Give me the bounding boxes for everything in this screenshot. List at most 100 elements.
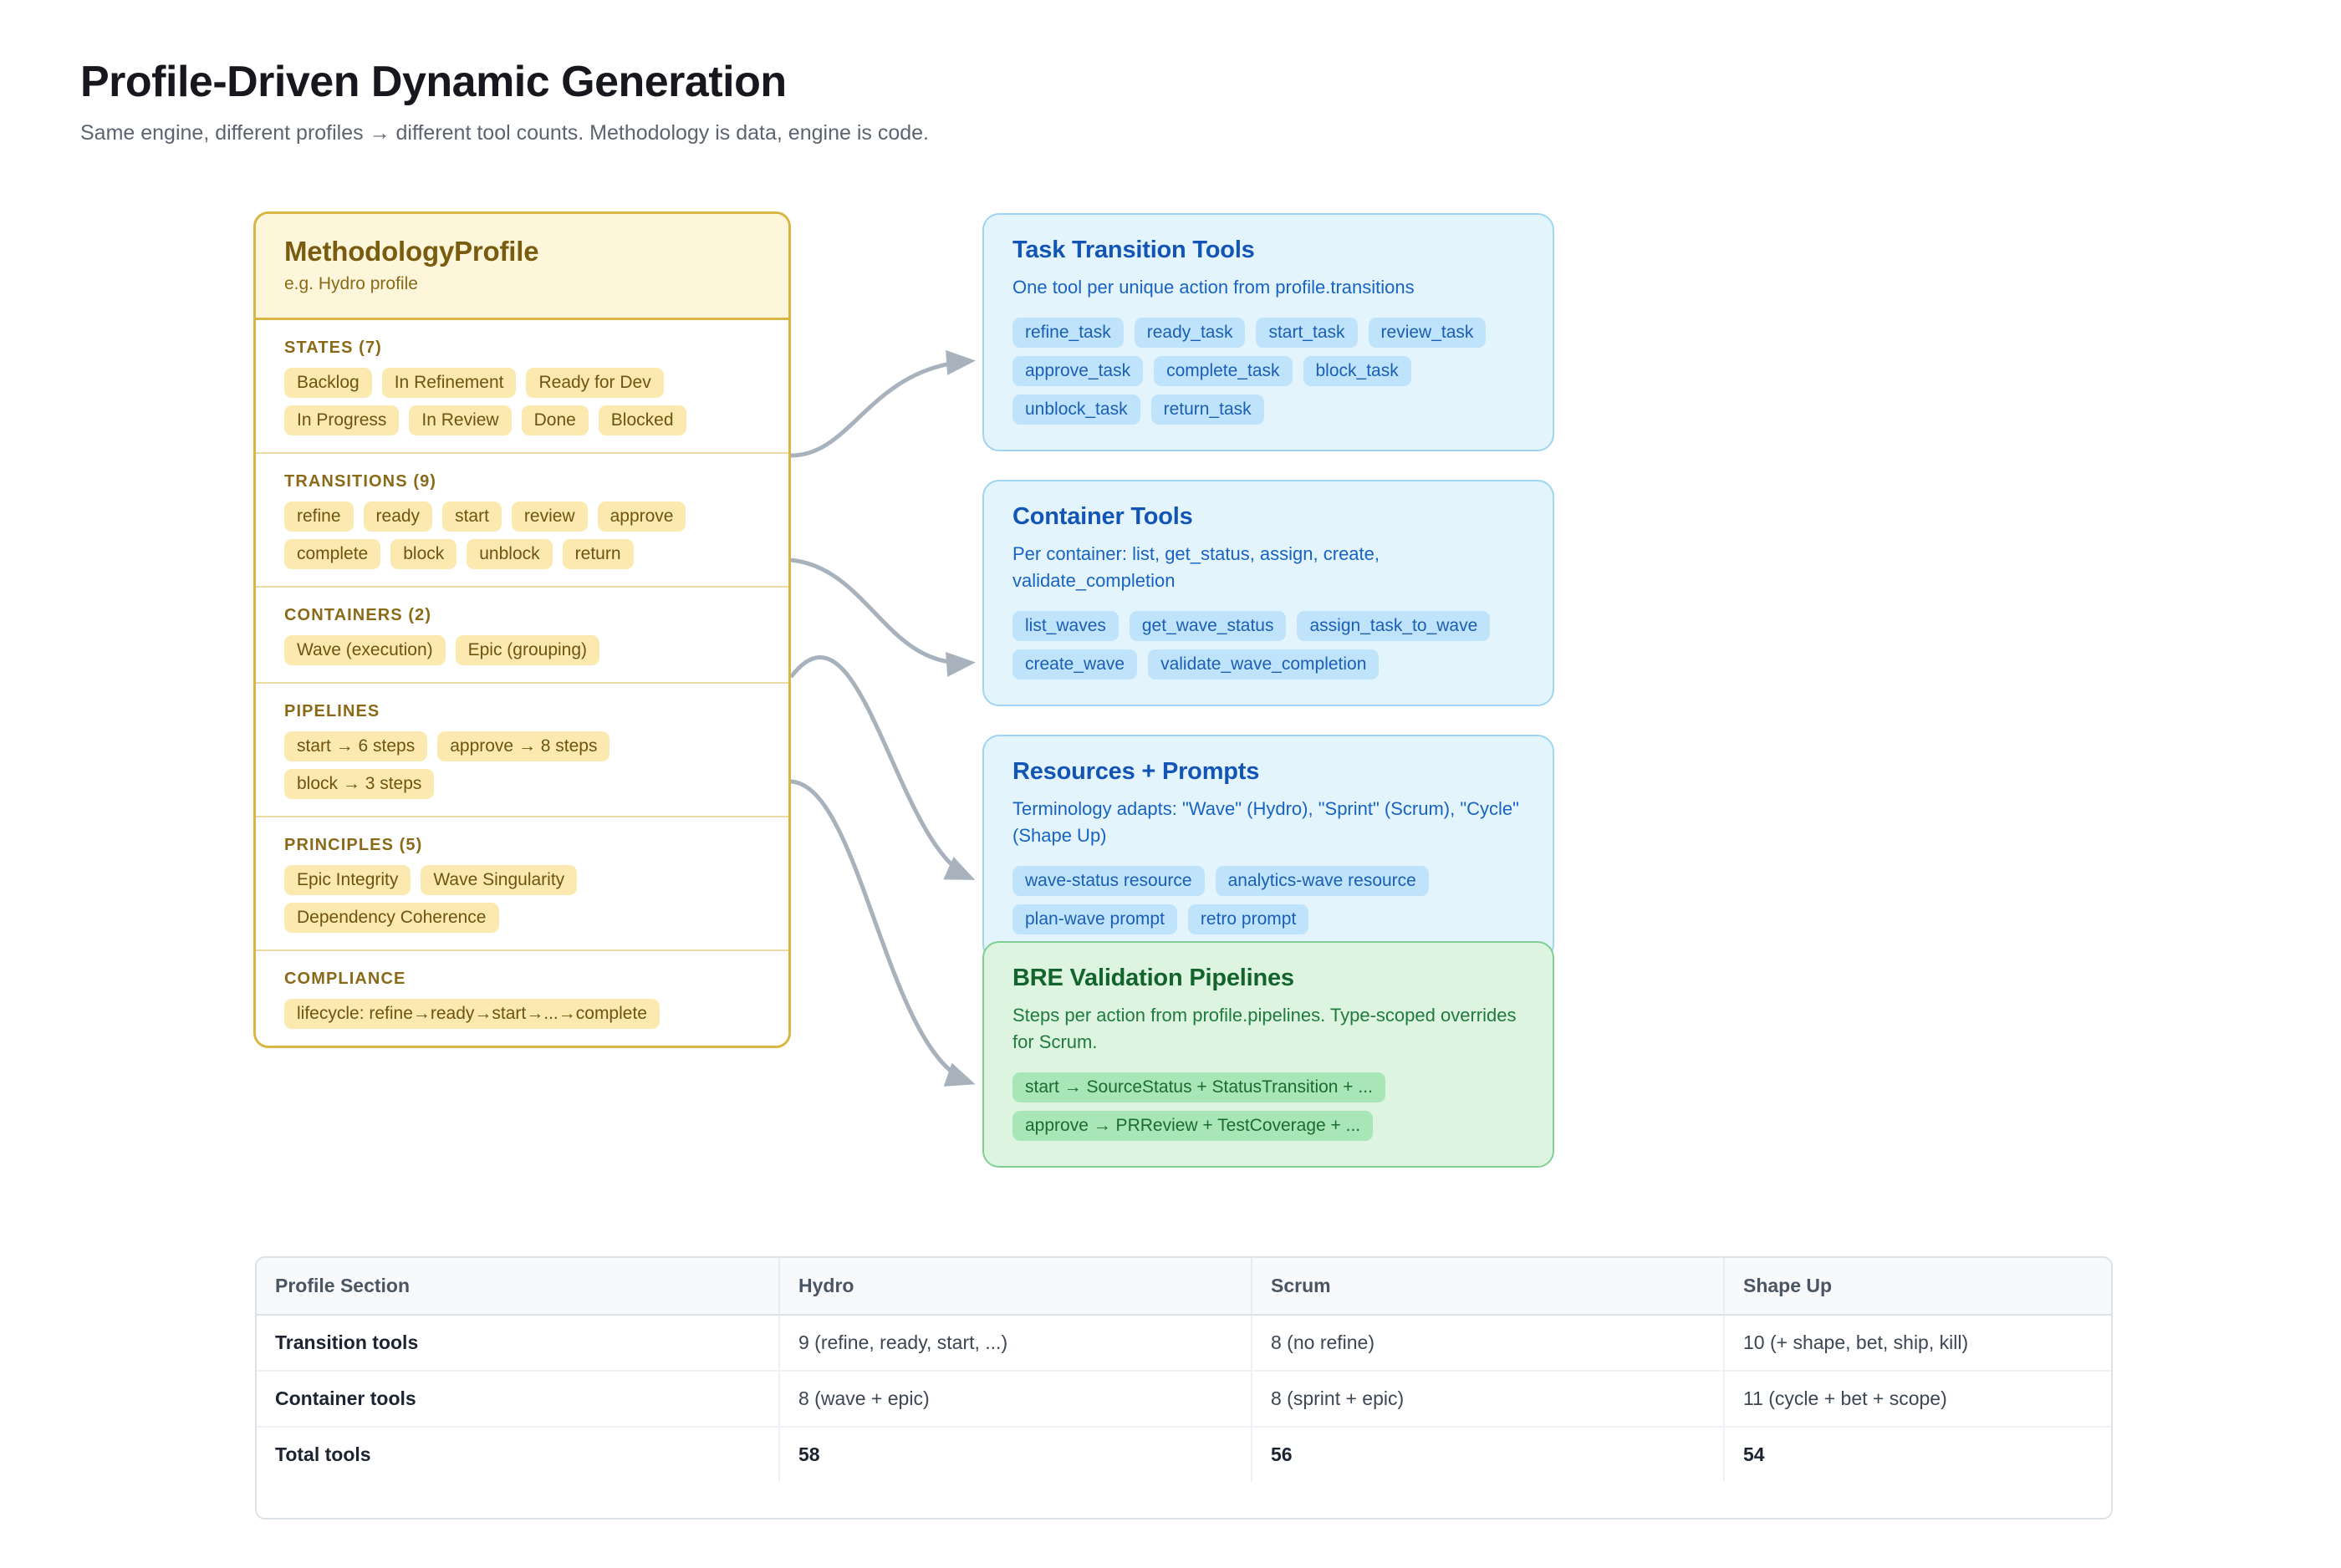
tool-chip: validate_wave_completion [1148, 649, 1380, 680]
comparison-table: Profile Section Hydro Scrum Shape Up Tra… [257, 1258, 2111, 1482]
card-description: One tool per unique action from profile.… [1012, 277, 1415, 298]
tool-chip: ready_task [1134, 317, 1246, 348]
cell-hydro: 58 [779, 1427, 1252, 1482]
table-row: Container tools 8 (wave + epic) 8 (sprin… [257, 1371, 2111, 1428]
profile-chip: lifecycle: refine→ready→start→...→comple… [284, 999, 660, 1029]
profile-chip: unblock [467, 539, 553, 569]
profile-chip: In Refinement [381, 368, 517, 398]
profile-chip: Wave (execution) [284, 635, 446, 665]
column-header-hydro: Hydro [779, 1258, 1252, 1316]
profile-chip: Epic Integrity [284, 865, 411, 895]
profile-section-title: STATES (7) [284, 339, 382, 357]
profile-chip: In Progress [284, 405, 400, 435]
tool-chip: assign_task_to_wave [1297, 610, 1491, 641]
card-description: Steps per action from profile.pipelines.… [1012, 1005, 1517, 1052]
tool-chip: get_wave_status [1129, 610, 1287, 641]
table-header-row: Profile Section Hydro Scrum Shape Up [257, 1258, 2111, 1316]
profile-chip-row: Epic Integrity Wave Singularity Dependen… [284, 865, 760, 933]
profile-section-title: COMPLIANCE [284, 970, 406, 988]
column-header-profile-section: Profile Section [257, 1258, 780, 1316]
profile-chip: In Review [409, 405, 512, 435]
tool-chip: create_wave [1012, 649, 1138, 680]
card-title: Resources + Prompts [1012, 758, 1260, 785]
tool-chip: retro prompt [1187, 904, 1309, 934]
profile-section-compliance: COMPLIANCE lifecycle: refine→ready→start… [256, 951, 788, 1046]
container-tools-card: Container Tools Per container: list, get… [982, 480, 1554, 706]
profile-chip: ready [363, 501, 433, 532]
profile-chip: Dependency Coherence [284, 903, 499, 933]
page-subtitle: Same engine, different profiles → differ… [80, 121, 929, 145]
cell-scrum: 56 [1252, 1427, 1725, 1482]
profile-chip: review [511, 501, 588, 532]
task-transition-tools-card: Task Transition Tools One tool per uniqu… [982, 213, 1554, 451]
row-label: Total tools [257, 1427, 780, 1482]
cell-shape-up: 10 (+ shape, bet, ship, kill) [1724, 1315, 2111, 1372]
profile-chip-row: Backlog In Refinement Ready for Dev In P… [284, 368, 760, 435]
profile-section-containers: CONTAINERS (2) Wave (execution) Epic (gr… [256, 588, 788, 684]
profile-section-title: PRINCIPLES (5) [284, 836, 423, 854]
profile-section-title: CONTAINERS (2) [284, 606, 432, 624]
tool-chip: review_task [1368, 317, 1487, 348]
table-row: Transition tools 9 (refine, ready, start… [257, 1315, 2111, 1372]
tool-chip: list_waves [1012, 610, 1119, 641]
profile-chip: complete [284, 539, 381, 569]
card-chip-row: start → SourceStatus + StatusTransition … [1012, 1072, 1524, 1141]
card-title: Container Tools [1012, 503, 1193, 530]
profile-chip: block → 3 steps [284, 769, 435, 799]
profile-card-title: MethodologyProfile [284, 236, 539, 267]
card-description: Terminology adapts: "Wave" (Hydro), "Spr… [1012, 798, 1519, 846]
card-title: BRE Validation Pipelines [1012, 965, 1294, 991]
profile-section-transitions: TRANSITIONS (9) refine ready start revie… [256, 454, 788, 588]
tool-chip: unblock_task [1012, 394, 1140, 425]
profile-section-title: TRANSITIONS (9) [284, 472, 437, 491]
profile-chip: Blocked [598, 405, 686, 435]
tool-chip: start_task [1256, 317, 1358, 348]
connector-to-container-tools [790, 557, 976, 677]
profile-chip: Ready for Dev [526, 368, 664, 398]
profile-chip: approve [597, 501, 686, 532]
card-chip-row: refine_task ready_task start_task review… [1012, 317, 1524, 425]
resources-and-prompts-card: Resources + Prompts Terminology adapts: … [982, 735, 1554, 961]
cell-hydro: 9 (refine, ready, start, ...) [779, 1315, 1252, 1372]
page-title: Profile-Driven Dynamic Generation [80, 58, 787, 106]
connector-to-task-transition [790, 349, 976, 458]
profile-chip: start [442, 501, 502, 532]
profile-chip-row: start → 6 steps approve → 8 steps block … [284, 731, 760, 799]
profile-chip: approve → 8 steps [437, 731, 610, 761]
tool-chip: return_task [1150, 394, 1264, 425]
column-header-shape-up: Shape Up [1724, 1258, 2111, 1316]
connector-to-bre [790, 779, 976, 1087]
pipeline-chip: approve → PRReview + TestCoverage + ... [1012, 1110, 1374, 1141]
profile-chip-row: Wave (execution) Epic (grouping) [284, 635, 760, 665]
profile-section-states: STATES (7) Backlog In Refinement Ready f… [256, 320, 788, 454]
cell-scrum: 8 (no refine) [1252, 1315, 1725, 1372]
cell-shape-up: 11 (cycle + bet + scope) [1724, 1371, 2111, 1428]
tool-chip: wave-status resource [1012, 865, 1205, 896]
profile-section-title: PIPELINES [284, 702, 380, 720]
profile-chip-row: refine ready start review approve comple… [284, 501, 760, 569]
comparison-table-container: Profile Section Hydro Scrum Shape Up Tra… [255, 1256, 2113, 1520]
cell-scrum: 8 (sprint + epic) [1252, 1371, 1725, 1428]
tool-chip: block_task [1303, 355, 1411, 386]
profile-chip: block [390, 539, 457, 569]
row-label: Transition tools [257, 1315, 780, 1372]
table-row-total: Total tools 58 56 54 [257, 1427, 2111, 1482]
bre-validation-pipelines-card: BRE Validation Pipelines Steps per actio… [982, 941, 1554, 1168]
profile-card-header: MethodologyProfile e.g. Hydro profile [256, 214, 788, 320]
profile-section-principles: PRINCIPLES (5) Epic Integrity Wave Singu… [256, 817, 788, 951]
tool-chip: refine_task [1012, 317, 1124, 348]
profile-chip: Backlog [284, 368, 372, 398]
tool-chip: plan-wave prompt [1012, 904, 1177, 934]
profile-chip: return [562, 539, 634, 569]
profile-chip-row: lifecycle: refine→ready→start→...→comple… [284, 999, 760, 1029]
profile-chip: start → 6 steps [284, 731, 428, 761]
row-label: Container tools [257, 1371, 780, 1428]
pipeline-chip: start → SourceStatus + StatusTransition … [1012, 1072, 1385, 1102]
profile-section-pipelines: PIPELINES start → 6 steps approve → 8 st… [256, 684, 788, 817]
profile-card-subtitle: e.g. Hydro profile [284, 274, 418, 293]
tool-chip: analytics-wave resource [1215, 865, 1429, 896]
card-chip-row: list_waves get_wave_status assign_task_t… [1012, 610, 1524, 680]
card-title: Task Transition Tools [1012, 237, 1255, 263]
cell-shape-up: 54 [1743, 1443, 1765, 1465]
card-description: Per container: list, get_status, assign,… [1012, 543, 1380, 591]
